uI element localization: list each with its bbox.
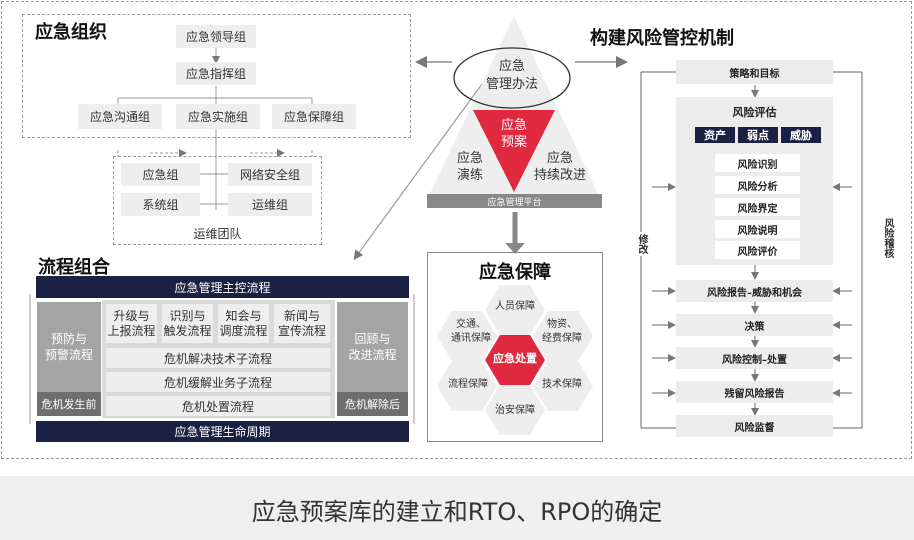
triangle-base-bar [427, 194, 602, 208]
flow-right-box: 回顾与 改进流程 [337, 302, 408, 392]
risk-left-label: 修改 [634, 232, 648, 256]
ops-team-title: 运维团队 [193, 227, 242, 241]
guarantee-frame [427, 252, 603, 442]
outer-frame [1, 1, 912, 459]
flow-title: 流程组合 [38, 257, 110, 278]
risk-strategy: 策略和目标 [676, 60, 833, 84]
risk-tag-threat: 威胁 [781, 127, 821, 143]
risk-tag-asset: 资产 [695, 127, 735, 143]
triangle-graphic [427, 16, 601, 200]
risk-report: 风险报告–威胁和机会 [676, 280, 833, 302]
risk-control: 风险控制–处置 [676, 347, 833, 369]
org-title: 应急组织 [35, 22, 107, 43]
org-impl-group: 应急实施组 [176, 104, 260, 129]
flow-sub-identify: 识别与 触发流程 [162, 304, 213, 343]
risk-monitor: 风险监督 [676, 415, 833, 437]
risk-step-explain: 风险说明 [715, 220, 800, 238]
guarantee-hexagons [437, 285, 593, 435]
org-leader-box: 应急领导组 [176, 25, 256, 48]
flow-left-footer: 危机发生前 [37, 392, 101, 416]
risk-residual: 残留风险报告 [676, 381, 833, 403]
risk-step-analyze: 风险分析 [715, 176, 800, 194]
triangle-center-label: 应急 预案 [500, 118, 527, 150]
guarantee-title: 应急保障 [479, 262, 551, 283]
footer-caption: 应急预案库的建立和RTO、RPO的确定 [251, 498, 663, 526]
connectors [29, 48, 863, 429]
guarantee-material: 物资、 经费保障 [542, 319, 582, 344]
guarantee-security: 治安保障 [495, 405, 535, 416]
triangle-left-label: 应急 演练 [456, 151, 483, 183]
flow-row-tech: 危机解决技术子流程 [106, 348, 330, 368]
guarantee-process: 流程保障 [448, 379, 488, 390]
flow-right-footer: 危机解除后 [337, 392, 408, 416]
flow-top-bar: 应急管理主控流程 [36, 276, 409, 298]
risk-step-identify: 风险识别 [715, 154, 800, 172]
flow-left-box: 预防与 预警流程 [37, 302, 101, 392]
guarantee-traffic: 交通、 通讯保障 [451, 319, 491, 344]
risk-step-evaluate: 风险评价 [715, 241, 800, 259]
ops-netsec-box: 网络安全组 [228, 163, 312, 186]
guarantee-tech: 技术保障 [542, 379, 582, 390]
risk-assessment-title: 风险评估 [732, 106, 777, 119]
risk-tag-weak: 弱点 [738, 127, 778, 143]
flow-row-handle: 危机处置流程 [106, 396, 330, 416]
ops-team-frame [113, 156, 322, 245]
guarantee-center-label: 应急处置 [493, 352, 537, 365]
flow-bottom-bar: 应急管理生命周期 [36, 421, 409, 442]
triangle-right-label: 应急 持续改进 [533, 151, 586, 183]
risk-title: 构建风险管控机制 [590, 28, 734, 49]
ops-maint-box: 运维组 [228, 193, 312, 216]
flow-sub-escalate: 升级与 上报流程 [106, 304, 157, 343]
footer-bar [0, 476, 914, 540]
flow-row-biz: 危机缓解业务子流程 [106, 372, 330, 392]
org-command-box: 应急指挥组 [176, 62, 256, 85]
ops-emergency-box: 应急组 [121, 163, 200, 186]
triangle-base-label: 应急管理平台 [487, 198, 542, 208]
flow-sub-notify: 知会与 调度流程 [218, 304, 269, 343]
risk-decision: 决策 [676, 314, 833, 336]
org-support-group: 应急保障组 [272, 104, 356, 129]
risk-right-label: 风险稽核 [882, 218, 893, 258]
flow-sub-news: 新闻与 宣传流程 [274, 304, 330, 343]
org-frame [22, 14, 411, 138]
triangle-top-label: 应急 管理办法 [485, 59, 538, 92]
guarantee-people: 人员保障 [495, 301, 535, 312]
ops-system-box: 系统组 [121, 193, 200, 216]
risk-step-define: 风险界定 [715, 198, 800, 216]
org-comm-group: 应急沟通组 [78, 104, 162, 129]
